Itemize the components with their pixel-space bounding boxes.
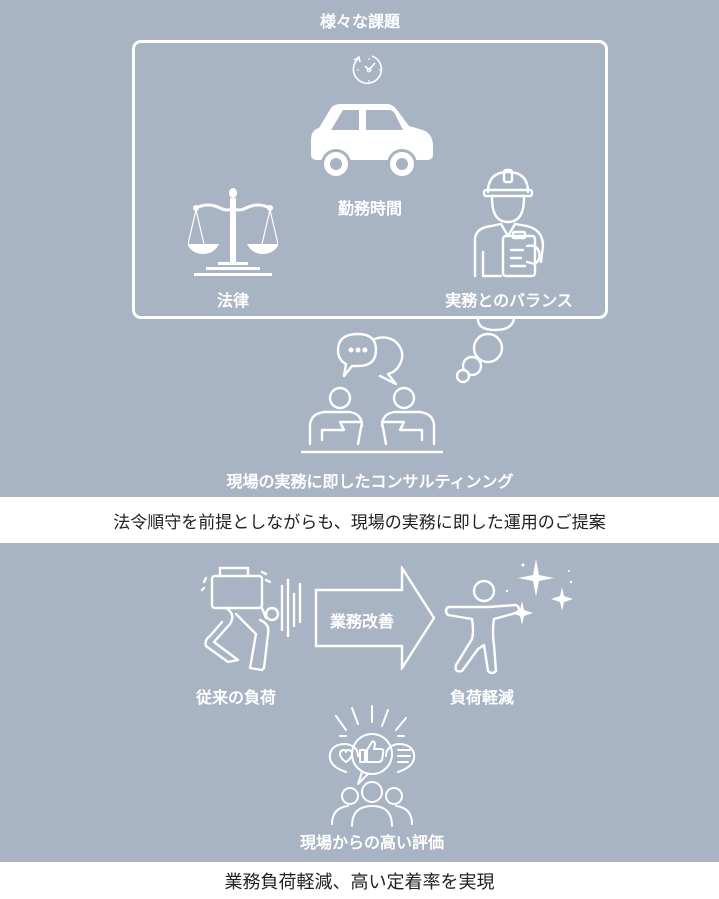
top-panel bbox=[0, 0, 719, 497]
clock-icon bbox=[350, 52, 388, 88]
arrow-label: 業務改善 bbox=[329, 612, 395, 631]
improvement-arrow-icon bbox=[314, 566, 436, 670]
proposal-banner-text: 法令順守を前提としながらも、現場の実務に即した運用のご提案 bbox=[113, 512, 606, 533]
result-banner-text: 業務負荷軽減、高い定着率を実現 bbox=[224, 871, 495, 893]
car-icon bbox=[309, 104, 435, 184]
evaluation-label: 現場からの高い評価 bbox=[299, 833, 445, 852]
after-label: 負荷軽減 bbox=[449, 688, 515, 707]
heavy-load-worker-icon bbox=[200, 564, 306, 680]
challenges-title: 様々な課題 bbox=[319, 12, 401, 31]
consulting-meeting-icon bbox=[300, 330, 444, 454]
consulting-label: 現場の実務に即したコンサルティンング bbox=[226, 472, 514, 491]
scales-of-justice-icon bbox=[188, 186, 278, 278]
challenges-box bbox=[132, 40, 608, 319]
challenge-label-balance: 実務とのバランス bbox=[445, 291, 573, 310]
construction-worker-icon bbox=[465, 166, 555, 278]
before-label: 従来の負荷 bbox=[195, 688, 277, 707]
positive-feedback-icon bbox=[318, 702, 426, 830]
relieved-person-icon bbox=[444, 555, 580, 679]
result-banner: 業務負荷軽減、高い定着率を実現 bbox=[0, 862, 719, 899]
proposal-banner: 法令順守を前提としながらも、現場の実務に即した運用のご提案 bbox=[0, 497, 719, 543]
thought-bubble-icon bbox=[450, 318, 530, 386]
challenge-label-law: 法律 bbox=[216, 291, 250, 310]
challenge-label-work-hours: 勤務時間 bbox=[337, 199, 403, 218]
